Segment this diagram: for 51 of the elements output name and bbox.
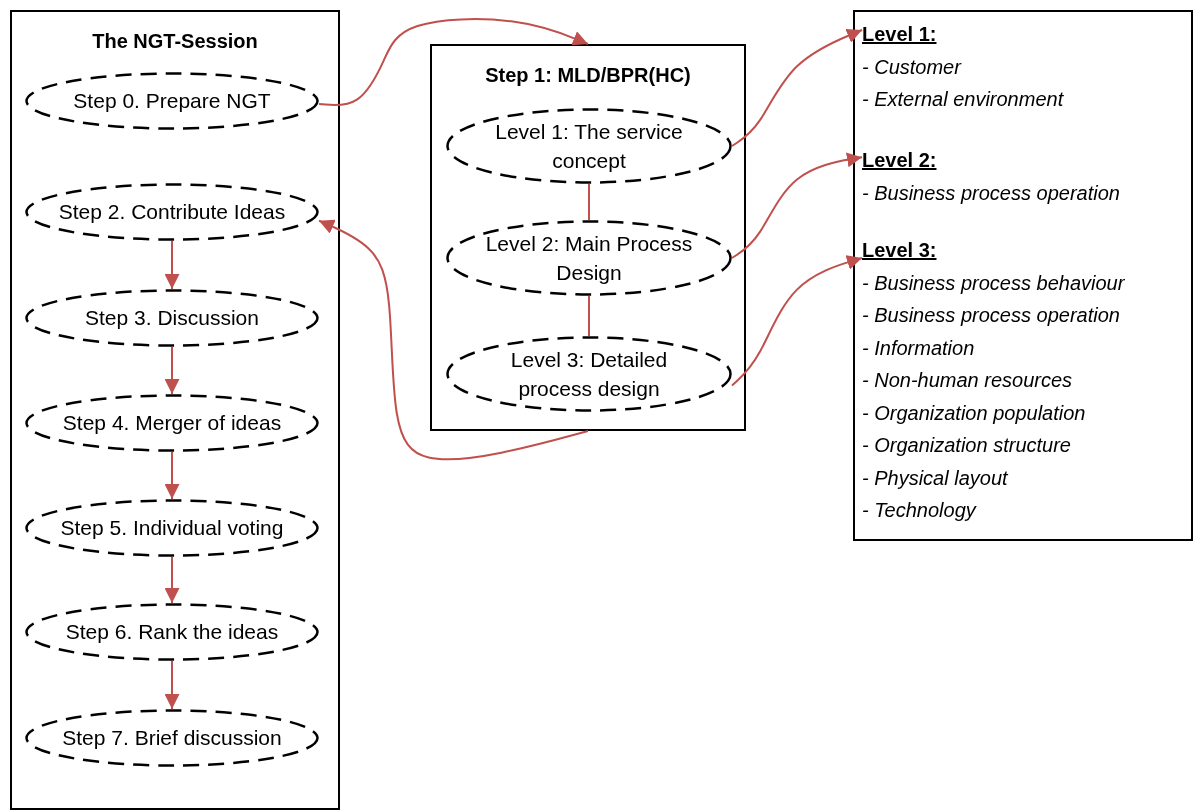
list-item: - External environment bbox=[862, 87, 1065, 112]
arrow bbox=[318, 219, 589, 461]
dashed-ellipse bbox=[25, 72, 319, 130]
list-item: - Organization structure bbox=[862, 433, 1072, 458]
arrow bbox=[164, 346, 180, 395]
list-item: - Technology bbox=[862, 498, 978, 523]
step-panel bbox=[430, 44, 746, 431]
level-heading: Level 1: bbox=[862, 22, 938, 47]
dashed-ellipse bbox=[446, 336, 732, 412]
list-item: - Customer bbox=[862, 54, 963, 80]
level-heading: Level 2: bbox=[862, 148, 938, 173]
level-heading: Level 3: bbox=[862, 238, 938, 263]
dashed-ellipse bbox=[25, 394, 319, 452]
arrow bbox=[731, 152, 863, 259]
ellipse-label: Step 6. Rank the ideas bbox=[65, 619, 279, 646]
session-panel bbox=[10, 10, 340, 810]
list-item: - Physical layout bbox=[862, 465, 1009, 491]
list-item: - Business process operation bbox=[862, 303, 1121, 328]
arrow bbox=[318, 18, 589, 107]
arrow bbox=[731, 255, 863, 387]
dashed-ellipse bbox=[446, 108, 732, 184]
connector-line bbox=[588, 295, 590, 337]
ellipse-label: Step 3. Discussion bbox=[85, 305, 259, 332]
arrow bbox=[164, 240, 180, 290]
ellipse-label: Level 3: Detailed process design bbox=[509, 346, 669, 402]
ellipse-label: Step 7. Brief discussion bbox=[62, 725, 282, 752]
ellipse-label: Step 4. Merger of ideas bbox=[62, 410, 282, 437]
list-item: - Business process behaviour bbox=[862, 270, 1126, 296]
arrow bbox=[731, 28, 863, 147]
list-item: - Organization population bbox=[862, 400, 1087, 426]
ellipse-label: Step 2. Contribute Ideas bbox=[58, 199, 286, 226]
dashed-ellipse bbox=[25, 289, 319, 347]
dashed-ellipse bbox=[25, 183, 319, 241]
dashed-ellipse bbox=[25, 499, 319, 557]
panel-title: The NGT-Session bbox=[91, 30, 259, 53]
ellipse-label: Level 2: Main Process Design bbox=[484, 230, 694, 286]
dashed-ellipse bbox=[446, 220, 732, 296]
ellipse-label: Level 1: The service concept bbox=[494, 118, 684, 174]
dashed-ellipse bbox=[25, 603, 319, 661]
list-item: - Business process operation bbox=[862, 180, 1121, 206]
panel-title: Step 1: MLD/BPR(HC) bbox=[484, 64, 692, 87]
list-item: - Non-human resources bbox=[862, 368, 1074, 393]
arrow bbox=[164, 556, 180, 604]
ellipse-label: Step 5. Individual voting bbox=[60, 515, 284, 542]
arrow bbox=[164, 660, 180, 710]
ellipse-label: Step 0. Prepare NGT bbox=[73, 88, 271, 115]
list-item: - Information bbox=[862, 335, 976, 361]
levels-panel bbox=[853, 10, 1193, 541]
arrow bbox=[164, 451, 180, 500]
connector-line bbox=[588, 183, 590, 221]
dashed-ellipse bbox=[25, 709, 319, 767]
